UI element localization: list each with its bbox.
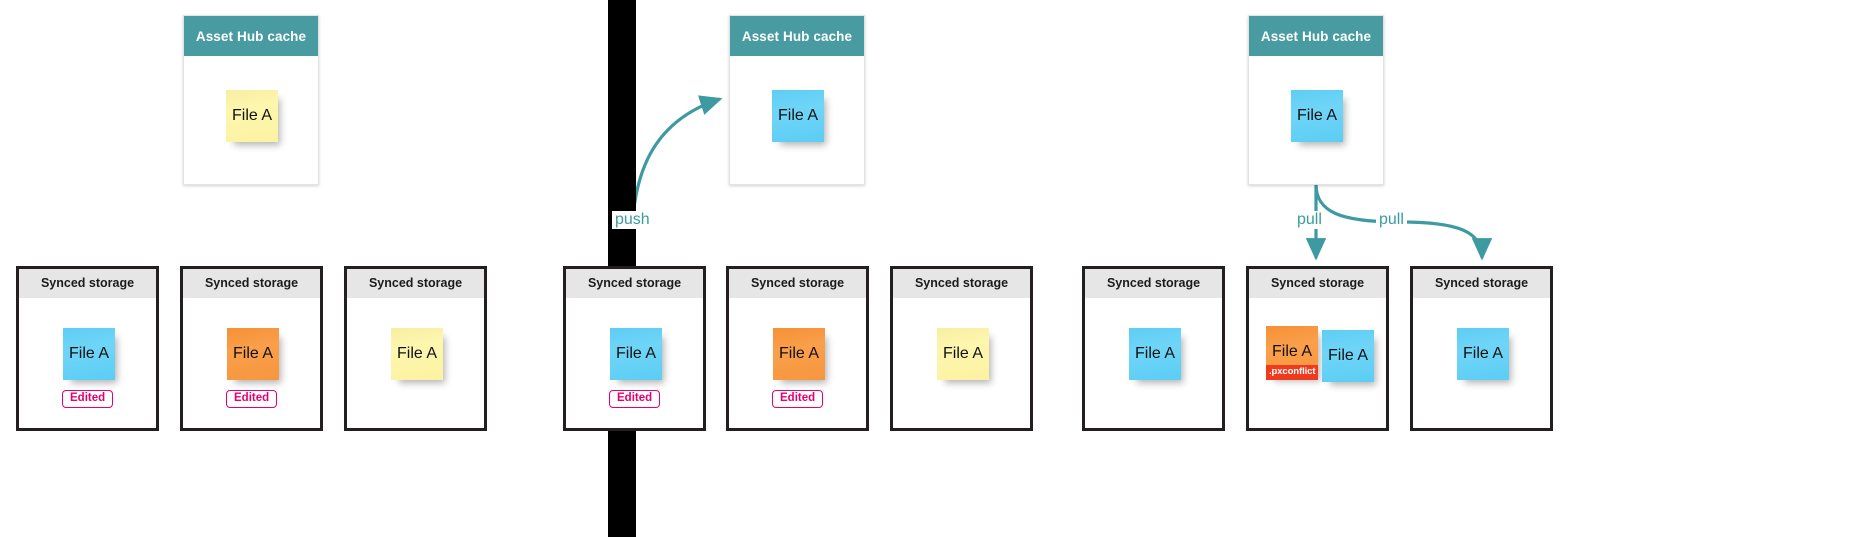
file-note-label: File A bbox=[942, 345, 983, 362]
push-arrow-label: push bbox=[612, 211, 653, 229]
file-note-label: File A bbox=[232, 345, 273, 362]
stage-panel-2: Asset Hub cache File A Synced storage Fi… bbox=[563, 0, 1081, 537]
file-note-label: File A bbox=[231, 107, 272, 124]
file-note-label: File A bbox=[615, 345, 656, 362]
synced-storage-body: File A .pxconflict File A bbox=[1249, 298, 1386, 429]
synced-storage-title: Synced storage bbox=[1413, 269, 1550, 298]
pull-arrow-label-2: pull bbox=[1376, 211, 1407, 229]
asset-hub-cache-card: Asset Hub cache File A bbox=[1248, 15, 1384, 185]
synced-storage-card: Synced storage File A Edited bbox=[563, 266, 706, 431]
asset-hub-cache-card: Asset Hub cache File A bbox=[729, 15, 865, 185]
file-note[interactable]: File A bbox=[937, 328, 989, 380]
file-note-label: File A bbox=[1462, 345, 1503, 362]
synced-storage-title: Synced storage bbox=[729, 269, 866, 298]
asset-hub-cache-title: Asset Hub cache bbox=[730, 16, 864, 56]
file-note[interactable]: File A bbox=[1129, 328, 1181, 380]
file-note[interactable]: File A bbox=[610, 328, 662, 380]
file-note-label: File A bbox=[777, 107, 818, 124]
synced-storage-body: File A Edited bbox=[183, 298, 320, 429]
synced-storage-title: Synced storage bbox=[1249, 269, 1386, 298]
synced-storage-body: File A bbox=[893, 298, 1030, 429]
file-note-label: File A bbox=[1271, 343, 1312, 360]
synced-storage-body: File A bbox=[1085, 298, 1222, 429]
asset-hub-cache-title: Asset Hub cache bbox=[184, 16, 318, 56]
status-badge-edited: Edited bbox=[226, 390, 278, 409]
synced-storage-body: File A Edited bbox=[19, 298, 156, 429]
file-note-label: File A bbox=[396, 345, 437, 362]
stage-panel-3: Asset Hub cache File A Synced storage Fi… bbox=[1081, 0, 1859, 537]
synced-storage-card: Synced storage File A Edited bbox=[16, 266, 159, 431]
synced-storage-card: Synced storage File A bbox=[1082, 266, 1225, 431]
asset-hub-cache-body: File A bbox=[184, 56, 318, 184]
file-note-label: File A bbox=[1296, 107, 1337, 124]
synced-storage-title: Synced storage bbox=[893, 269, 1030, 298]
file-note[interactable]: File A bbox=[772, 90, 824, 142]
synced-storage-title: Synced storage bbox=[1085, 269, 1222, 298]
synced-storage-title: Synced storage bbox=[19, 269, 156, 298]
pxconflict-tag: .pxconflict bbox=[1266, 365, 1319, 380]
synced-storage-title: Synced storage bbox=[183, 269, 320, 298]
synced-storage-card: Synced storage File A bbox=[344, 266, 487, 431]
pull-arrow-label-1: pull bbox=[1294, 211, 1325, 229]
file-note[interactable]: File A bbox=[227, 328, 279, 380]
file-note[interactable]: File A bbox=[63, 328, 115, 380]
synced-storage-card: Synced storage File A Edited bbox=[180, 266, 323, 431]
synced-storage-title: Synced storage bbox=[347, 269, 484, 298]
synced-storage-card: Synced storage File A .pxconflict File A bbox=[1246, 266, 1389, 431]
file-note[interactable]: File A bbox=[1457, 328, 1509, 380]
stage-panel-1: Asset Hub cache File A Synced storage Fi… bbox=[0, 0, 608, 537]
asset-hub-cache-body: File A bbox=[1249, 56, 1383, 184]
file-note-label: File A bbox=[1327, 347, 1368, 364]
file-note-label: File A bbox=[1134, 345, 1175, 362]
asset-hub-cache-body: File A bbox=[730, 56, 864, 184]
asset-hub-cache-card: Asset Hub cache File A bbox=[183, 15, 319, 185]
status-badge-edited: Edited bbox=[772, 390, 824, 409]
synced-storage-body: File A bbox=[1413, 298, 1550, 429]
file-note[interactable]: File A bbox=[226, 90, 278, 142]
file-note[interactable]: File A bbox=[1322, 330, 1374, 382]
file-note[interactable]: File A bbox=[773, 328, 825, 380]
synced-storage-body: File A bbox=[347, 298, 484, 429]
file-note[interactable]: File A bbox=[391, 328, 443, 380]
file-note-label: File A bbox=[68, 345, 109, 362]
file-note-label: File A bbox=[778, 345, 819, 362]
status-badge-edited: Edited bbox=[609, 390, 661, 409]
status-badge-edited: Edited bbox=[62, 390, 114, 409]
synced-storage-card: Synced storage File A Edited bbox=[726, 266, 869, 431]
file-note[interactable]: File A bbox=[1291, 90, 1343, 142]
synced-storage-card: Synced storage File A bbox=[890, 266, 1033, 431]
synced-storage-card: Synced storage File A bbox=[1410, 266, 1553, 431]
synced-storage-title: Synced storage bbox=[566, 269, 703, 298]
asset-hub-cache-title: Asset Hub cache bbox=[1249, 16, 1383, 56]
synced-storage-body: File A Edited bbox=[566, 298, 703, 429]
synced-storage-body: File A Edited bbox=[729, 298, 866, 429]
